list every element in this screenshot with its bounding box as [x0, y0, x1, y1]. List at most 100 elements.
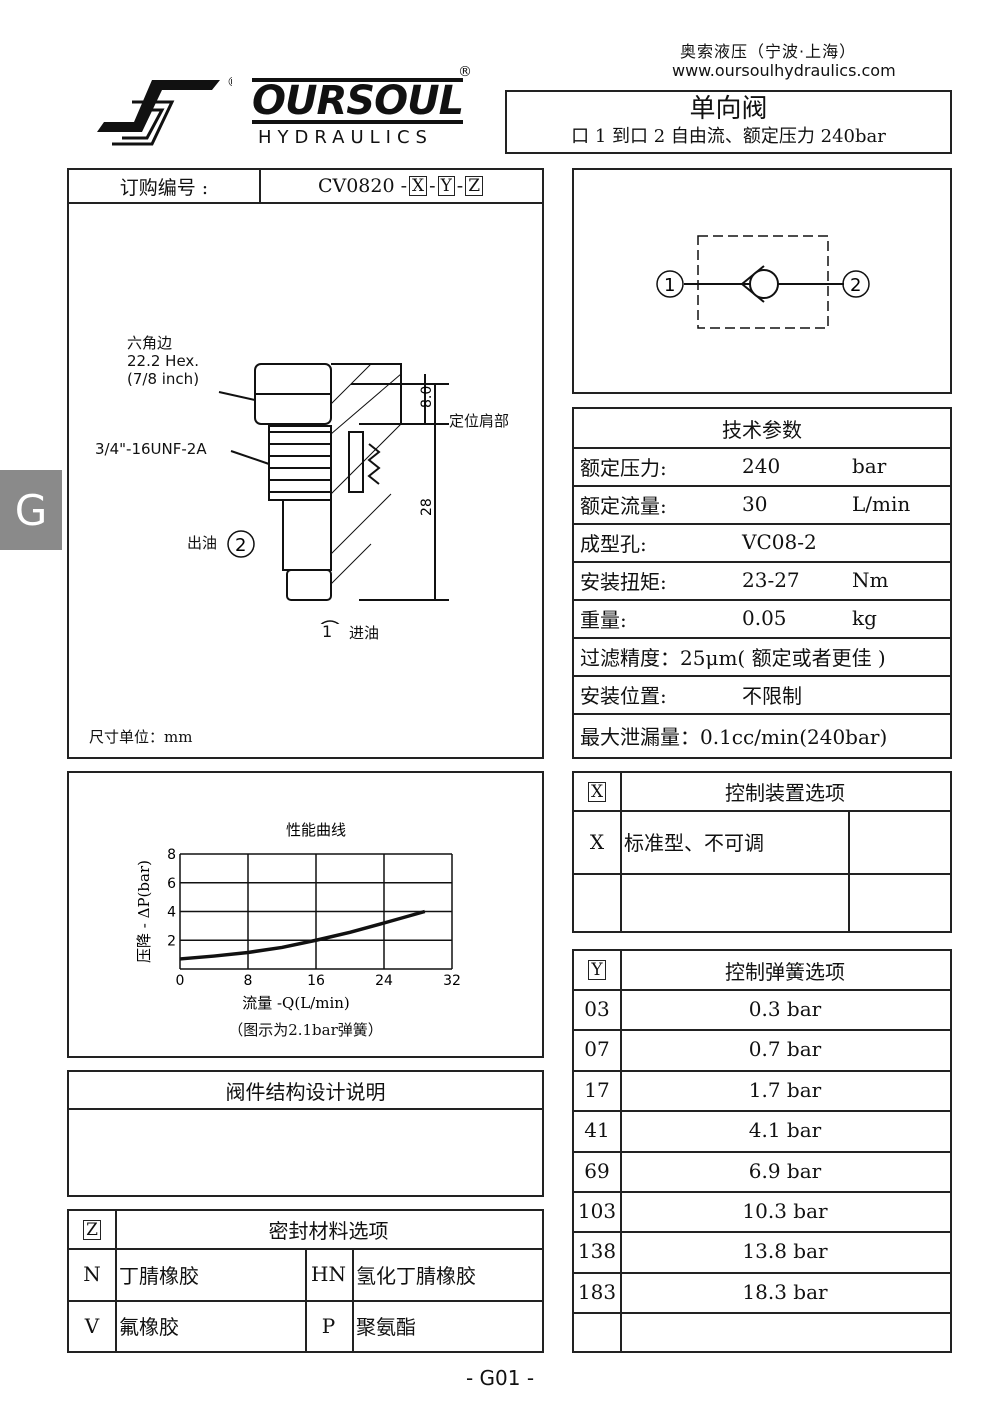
spec-label: 重量: [580, 607, 627, 632]
logo-text: OURSOUL [252, 78, 464, 124]
spring-code: 103 [577, 1199, 617, 1223]
control-name: 标准型、不可调 [624, 831, 764, 855]
logo-mark: ® [97, 75, 232, 146]
design-title: 阀件结构设计说明 [225, 1079, 386, 1104]
check-valve-symbol: 1 2 [656, 235, 870, 329]
order-drawing-box: 订购编号 : CV0820 - X- Y- Z 2 8.0 28 六角边 22.… [67, 168, 544, 759]
spec-unit: kg [852, 606, 877, 630]
y-tick-label: 2 [167, 933, 176, 949]
option-y: Y [437, 176, 455, 196]
seal-name: 氢化丁腈橡胶 [356, 1263, 476, 1288]
dash: - [429, 175, 436, 197]
spring-value: 10.3 bar [742, 1199, 828, 1223]
seal-name: 氟橡胶 [119, 1315, 179, 1339]
spring-code: 17 [584, 1077, 610, 1102]
hex-label-cn: 六角边 [127, 334, 173, 352]
spec-unit: L/min [852, 492, 911, 516]
spec-value: VC08-2 [742, 530, 817, 554]
title-box: 单向阀 口 1 到口 2 自由流、额定压力 240bar [505, 90, 952, 154]
option-x: X [409, 176, 428, 196]
chart-title: 性能曲线 [286, 821, 346, 839]
registered-mark: ® [227, 75, 232, 89]
y-tick-label: 4 [167, 905, 176, 921]
logo-registered: ® [458, 64, 472, 80]
page-number: - G01 - [465, 1366, 535, 1390]
port-2-label: 2 [850, 275, 861, 296]
spec-value: 240 [742, 454, 781, 478]
spring-code: 07 [584, 1037, 610, 1062]
spring-code: 183 [577, 1279, 617, 1304]
spec-unit: bar [852, 454, 887, 478]
dim-28: 28 [419, 498, 435, 516]
spec-label: 安装扭矩: [580, 569, 667, 594]
spring-title: 控制弹簧选项 [725, 959, 845, 984]
units-note: 尺寸单位：mm [89, 728, 193, 746]
seal-code: V [84, 1313, 100, 1338]
y-tick-label: 8 [167, 847, 176, 863]
seal-options-table: Z 密封材料选项 N 丁腈橡胶 HN 氢化丁腈橡胶 V 氟橡胶 P 聚氨酯 [67, 1209, 544, 1353]
option-z: Z [465, 176, 484, 196]
position-value: 不限制 [742, 683, 802, 708]
seal-key: Z [83, 1219, 101, 1240]
control-options-table: X 控制装置选项 X 标准型、不可调 [572, 771, 952, 933]
dim-8: 8.0 [419, 386, 435, 408]
spring-code: 138 [577, 1239, 617, 1264]
spring-value: 0.3 bar [748, 997, 822, 1021]
inlet-label: 进油 [349, 624, 380, 642]
outlet-port-number: 2 [235, 535, 246, 556]
outlet-label: 出油 [187, 534, 218, 552]
specs-title: 技术参数 [722, 417, 802, 442]
spring-value: 4.1 bar [748, 1118, 822, 1143]
spring-code: 03 [584, 997, 610, 1021]
control-key: X [587, 781, 607, 802]
seal-code: N [83, 1262, 101, 1286]
spring-value: 0.7 bar [748, 1037, 822, 1062]
spring-value: 1.7 bar [748, 1077, 822, 1102]
x-axis-label: 流量 -Q(L/min) [242, 994, 350, 1012]
port-1-label: 1 [664, 275, 675, 296]
website-link[interactable]: www.oursoulhydraulics.com [672, 61, 896, 80]
x-tick-label: 16 [307, 973, 325, 989]
cartridge-drawing: 2 8.0 28 [218, 363, 449, 624]
inlet-port-number: 1 [322, 622, 333, 641]
order-label: 订购编号 : [119, 176, 209, 199]
y-axis-label: 压降 - ΔP(bar) [135, 860, 153, 963]
spec-label: 额定压力: [580, 455, 667, 480]
hex-label-inch: (7/8 inch) [127, 370, 200, 388]
seal-name: 丁腈橡胶 [119, 1263, 199, 1288]
seal-code: P [321, 1313, 336, 1338]
spring-code: 41 [584, 1118, 610, 1143]
spec-label: 额定流量: [580, 493, 667, 518]
order-code-base: CV0820 - [317, 175, 408, 197]
x-tick-label: 8 [244, 973, 253, 989]
chart-note: （图示为2.1bar弹簧） [228, 1021, 383, 1039]
dash: - [456, 175, 464, 197]
spec-value: 0.05 [742, 606, 787, 630]
spring-value: 13.8 bar [742, 1239, 828, 1264]
spring-value: 6.9 bar [748, 1158, 822, 1183]
position-label: 安装位置: [580, 683, 667, 708]
logo-subtext: HYDRAULICS [258, 127, 433, 148]
spring-code: 69 [584, 1158, 610, 1183]
spec-label: 成型孔: [580, 531, 647, 556]
seal-name: 聚氨酯 [356, 1315, 416, 1339]
spring-key: Y [588, 960, 606, 980]
control-title: 控制装置选项 [725, 781, 845, 805]
spring-value: 18.3 bar [742, 1279, 828, 1304]
spec-value: 30 [742, 492, 768, 516]
section-tab-g[interactable]: G [0, 470, 62, 550]
thread-label: 3/4"-16UNF-2A [95, 440, 207, 458]
series-line [179, 909, 426, 961]
seal-code: HN [311, 1262, 346, 1286]
x-tick-label: 24 [375, 973, 393, 989]
spring-options-table: Y 控制弹簧选项 03 0.3 bar 07 0.7 bar 17 1.7 ba… [572, 949, 952, 1353]
design-notes-box: 阀件结构设计说明 [67, 1070, 544, 1197]
spec-unit: Nm [852, 568, 889, 592]
spec-value: 23-27 [742, 568, 800, 592]
order-code: CV0820 - X- Y- Z [259, 170, 542, 202]
x-tick-label: 32 [443, 973, 461, 989]
product-subtitle: 口 1 到口 2 自由流、额定压力 240bar [571, 126, 886, 147]
control-code: X [589, 829, 605, 854]
